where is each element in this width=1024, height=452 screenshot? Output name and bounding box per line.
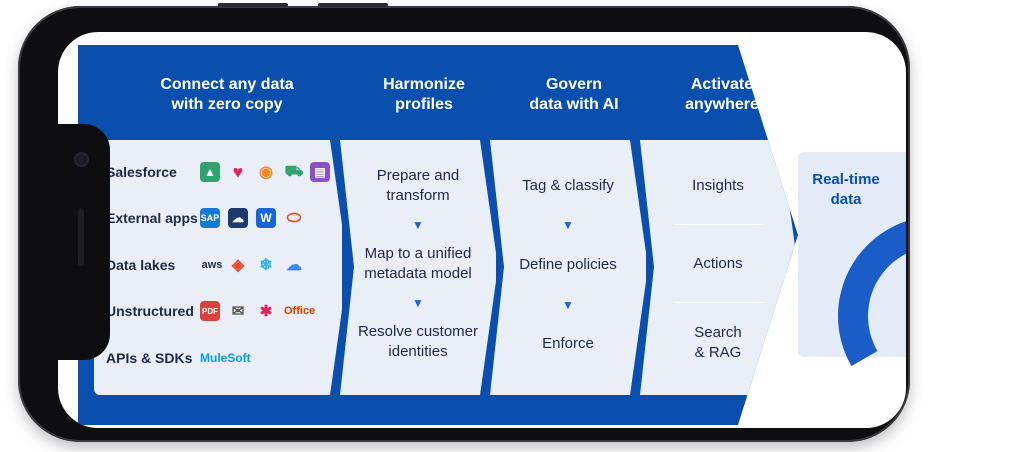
column-header-govern: Govern data with AI (529, 76, 619, 113)
phone-frame: Connect any data with zero copy Harmoniz… (18, 3, 910, 442)
speaker (78, 208, 84, 266)
office-icon: Office (284, 301, 315, 321)
realtime-label: Real-time data (812, 171, 880, 208)
realtime-data-card: Real-time data (798, 152, 906, 428)
cloud-icon: ☁ (228, 208, 248, 228)
column-header-activate: Activate anywhere (685, 76, 759, 113)
mulesoft-label: MuleSoft (200, 351, 251, 365)
source-label-data-lakes: Data lakes (106, 257, 176, 273)
activate-card: Insights Actions Search & RAG (640, 140, 796, 395)
step-actions: Actions (693, 255, 743, 272)
harmonize-card: Prepare and transform ▼ Map to a unified… (340, 140, 496, 395)
mulesoft-icon: MuleSoft (200, 348, 251, 368)
workday-icon: W (256, 208, 276, 228)
source-label-salesforce: Salesforce (106, 164, 177, 180)
source-label-external-apps: External apps (106, 210, 198, 226)
volume-button (218, 3, 288, 7)
sources-card: Salesforce ▲ ♥ ◉ ⛟ ▤ External apps SAP ☁… (94, 140, 342, 395)
data-cloud-panel: Connect any data with zero copy Harmoniz… (78, 45, 798, 425)
arrow-down-icon: ▼ (562, 298, 574, 312)
databricks-icon: ◈ (231, 257, 245, 274)
search-person-icon: ◉ (259, 164, 273, 181)
arrow-down-icon: ▼ (412, 218, 424, 232)
aws-icon: aws (201, 259, 223, 271)
step-define-policies: Define policies (519, 256, 617, 273)
analytics-icon: ▲ (200, 162, 220, 182)
column-header-harmonize: Harmonize profiles (383, 76, 465, 113)
heart-icon: ♥ (232, 161, 244, 182)
cart-icon: ⛟ (284, 162, 304, 180)
arrow-down-icon: ▼ (562, 218, 574, 232)
sap-icon: SAP (200, 208, 220, 228)
office-label: Office (284, 305, 316, 317)
step-insights: Insights (692, 177, 744, 194)
step-search-rag: Search & RAG (694, 324, 742, 361)
source-label-unstructured: Unstructured (106, 303, 194, 319)
source-label-apis-sdks: APIs & SDKs (106, 350, 193, 366)
govern-card: Tag & classify ▼ Define policies ▼ Enfor… (490, 140, 646, 395)
pdf-icon: PDF (200, 301, 220, 321)
arrow-down-icon: ▼ (412, 296, 424, 310)
step-enforce: Enforce (542, 335, 594, 352)
gauge-arc (815, 193, 906, 428)
app-icon: ▤ (310, 162, 330, 182)
phone-notch (58, 124, 110, 360)
volume-button (318, 3, 388, 7)
google-cloud-icon: ☁ (286, 257, 302, 274)
divider (674, 302, 764, 303)
email-icon: ✉ (231, 303, 245, 320)
step-prepare-transform: Prepare and transform (376, 167, 460, 204)
snowflake-icon: ❄ (259, 257, 273, 274)
divider (674, 224, 764, 225)
phone-screen: Connect any data with zero copy Harmoniz… (58, 32, 906, 428)
oracle-icon: ⬭ (286, 208, 302, 227)
slack-icon: ✱ (259, 303, 273, 320)
camera-icon (76, 154, 87, 165)
step-tag-classify: Tag & classify (522, 177, 614, 194)
column-header-connect: Connect any data with zero copy (160, 76, 294, 113)
step-map-metadata: Map to a unified metadata model (364, 245, 472, 282)
step-resolve-identities: Resolve customer identities (357, 323, 479, 360)
